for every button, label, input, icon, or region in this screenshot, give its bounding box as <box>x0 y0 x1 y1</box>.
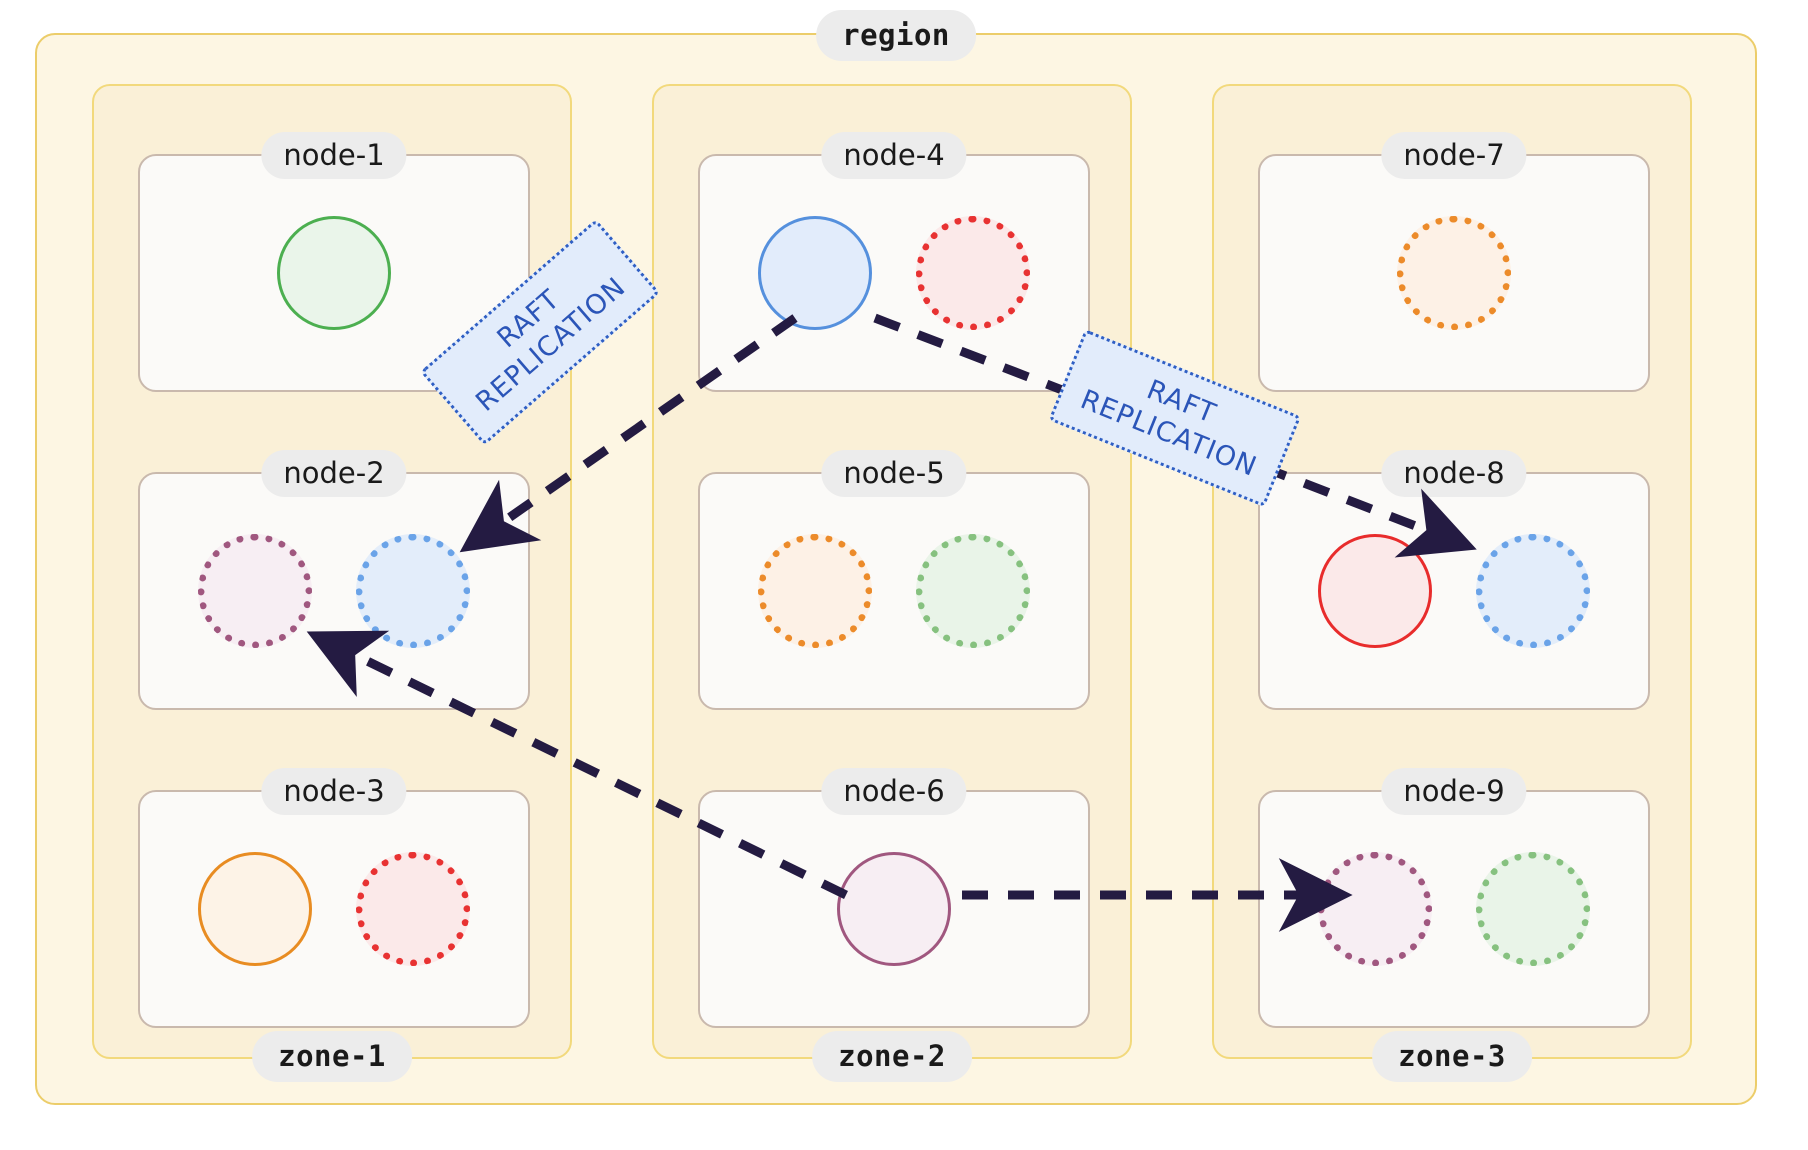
shard-circle-blue-dotted[interactable] <box>1476 534 1590 648</box>
shard-row-node-5 <box>700 474 1088 708</box>
shard-row-node-7 <box>1260 156 1648 390</box>
node-box-node-3[interactable]: node-3 <box>138 768 530 1028</box>
shard-circle-blue-solid[interactable] <box>758 216 872 330</box>
node-box-node-6[interactable]: node-6 <box>698 768 1090 1028</box>
shard-row-node-1 <box>140 156 528 390</box>
zone-container-zone-2: zone-2 node-4 node-5 node-6 <box>652 84 1132 1082</box>
shard-circle-mauve-solid[interactable] <box>837 852 951 966</box>
shard-circle-orange-dotted[interactable] <box>758 534 872 648</box>
node-box-node-8[interactable]: node-8 <box>1258 450 1650 710</box>
region-label: region <box>816 10 976 61</box>
zone-container-zone-3: zone-3 node-7 node-8 node-9 <box>1212 84 1692 1082</box>
shard-row-node-6 <box>700 792 1088 1026</box>
node-box-node-9[interactable]: node-9 <box>1258 768 1650 1028</box>
shard-circle-red-dotted[interactable] <box>356 852 470 966</box>
node-label-node-2: node-2 <box>261 450 407 497</box>
shard-circle-red-solid[interactable] <box>1318 534 1432 648</box>
shard-row-node-4 <box>700 156 1088 390</box>
node-box-node-7[interactable]: node-7 <box>1258 132 1650 392</box>
shard-circle-mauve-dotted[interactable] <box>198 534 312 648</box>
shard-circle-green-solid[interactable] <box>277 216 391 330</box>
shard-row-node-2 <box>140 474 528 708</box>
zone-container-zone-1: zone-1 node-1 node-2 node-3 <box>92 84 572 1082</box>
shard-circle-red-dotted[interactable] <box>916 216 1030 330</box>
node-label-node-9: node-9 <box>1381 768 1527 815</box>
zone-label-zone-1: zone-1 <box>252 1031 412 1082</box>
shard-circle-blue-dotted[interactable] <box>356 534 470 648</box>
shard-circle-green-dotted[interactable] <box>1476 852 1590 966</box>
node-box-node-2[interactable]: node-2 <box>138 450 530 710</box>
shard-row-node-9 <box>1260 792 1648 1026</box>
node-label-node-1: node-1 <box>261 132 407 179</box>
node-label-node-7: node-7 <box>1381 132 1527 179</box>
shard-circle-orange-dotted[interactable] <box>1397 216 1511 330</box>
shard-row-node-3 <box>140 792 528 1026</box>
node-box-node-5[interactable]: node-5 <box>698 450 1090 710</box>
zone-label-zone-2: zone-2 <box>812 1031 972 1082</box>
zone-label-zone-3: zone-3 <box>1372 1031 1532 1082</box>
node-box-node-4[interactable]: node-4 <box>698 132 1090 392</box>
node-label-node-4: node-4 <box>821 132 967 179</box>
shard-circle-orange-solid[interactable] <box>198 852 312 966</box>
shard-circle-green-dotted[interactable] <box>916 534 1030 648</box>
node-box-node-1[interactable]: node-1 <box>138 132 530 392</box>
region-container: region zone-1 node-1 node-2 nod <box>35 10 1757 1105</box>
shard-row-node-8 <box>1260 474 1648 708</box>
shard-circle-mauve-dotted[interactable] <box>1318 852 1432 966</box>
